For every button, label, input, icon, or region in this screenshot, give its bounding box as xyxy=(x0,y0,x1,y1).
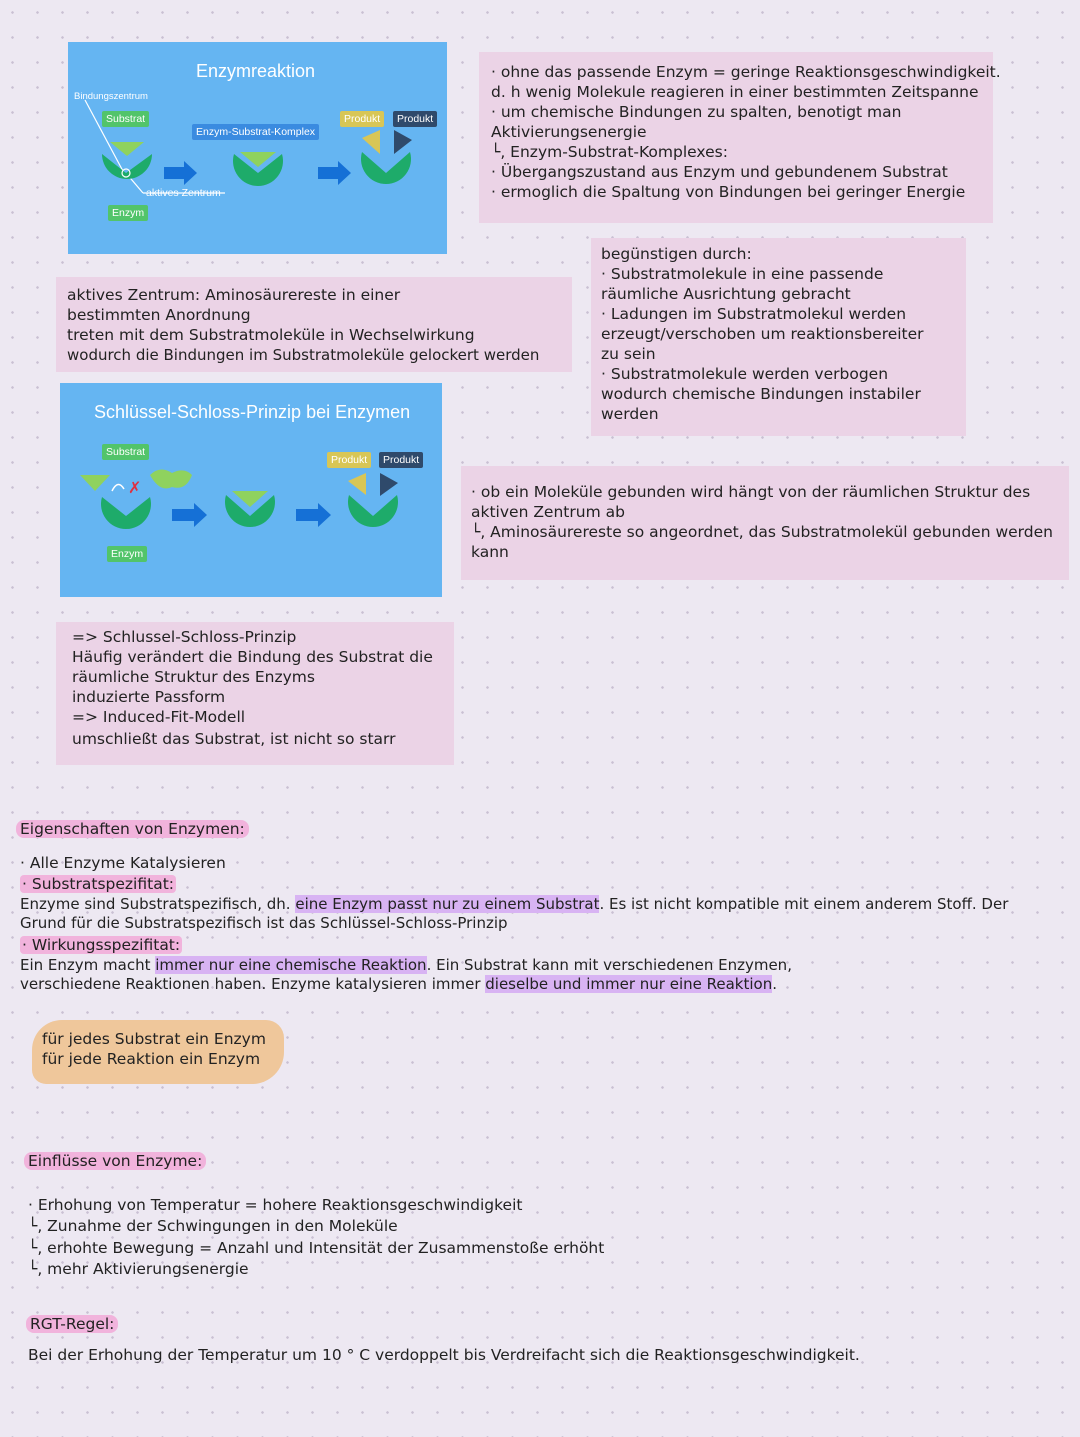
note-line: · Übergangszustand aus Enzym und gebunde… xyxy=(491,163,948,181)
para-text: . Ein Substrat kann mit verschiedenen En… xyxy=(426,956,792,974)
note-aktives-zentrum: aktives Zentrum: Aminosäurereste in eine… xyxy=(56,277,572,372)
svg-text:✗: ✗ xyxy=(128,480,141,497)
para-highlight: immer nur eine chemische Reaktion xyxy=(155,956,427,974)
eigenschaften-para-2b: verschiedene Reaktionen haben. Enzyme ka… xyxy=(20,974,777,994)
note-line: Häufig verändert die Bindung des Substra… xyxy=(72,648,433,666)
blob-line-1: für jedes Substrat ein Enzym xyxy=(42,1030,266,1048)
para-text: . Es ist nicht kompatible mit einem ande… xyxy=(599,895,1009,913)
label-complex: Enzym-Substrat-Komplex xyxy=(192,124,320,140)
note-line: werden xyxy=(601,405,659,423)
rgt-heading: RGT-Regel: xyxy=(26,1314,119,1334)
note-line: => Induced-Fit-Modell xyxy=(72,708,246,726)
para-text: Ein Enzym macht xyxy=(20,956,156,974)
label-product-2: Produkt xyxy=(379,452,424,468)
substratspezifitaet-heading: · Substratspezifitat: xyxy=(20,875,176,893)
diagram-title: Schlüssel-Schloss-Prinzip bei Enzymen xyxy=(94,402,411,422)
label-active-center: aktives Zentrum xyxy=(146,187,221,199)
eigenschaften-para-1: Enzyme sind Substratspezifisch, dh. eine… xyxy=(20,894,1008,914)
para-text: . xyxy=(772,975,777,993)
para-highlight: eine Enzym passt nur zu einem Substrat xyxy=(295,895,600,913)
note-line: räumliche Ausrichtung gebracht xyxy=(601,285,851,303)
enzymreaktion-graphic xyxy=(84,99,412,194)
note-line: induzierte Passform xyxy=(72,688,226,706)
note-line: aktiven Zentrum ab xyxy=(471,503,625,521)
rgt-heading-text: RGT-Regel: xyxy=(26,1315,119,1333)
wirkungsspezifitaet-heading: · Wirkungsspezifitat: xyxy=(20,936,183,954)
para-text: Enzyme sind Substratspezifisch, dh. xyxy=(20,895,296,913)
einfluesse-heading: Einflüsse von Enzyme: xyxy=(24,1151,207,1171)
diagram-schluessel-schloss: ✗ Schlüssel-Schloss-Prinzip bei Enzymen … xyxy=(60,383,442,597)
eigenschaften-sub-1: · Substratspezifitat: xyxy=(20,874,176,894)
note-line: wodurch chemische Bindungen instabiler xyxy=(601,385,921,403)
einfluesse-line: └, Zunahme der Schwingungen in den Molek… xyxy=(28,1217,398,1235)
note-line: └, Enzym-Substrat-Komplexes: xyxy=(491,143,728,161)
note-line: Aktivierungsenergie xyxy=(491,123,647,141)
einfluesse-line: └, mehr Aktivierungsenergie xyxy=(28,1260,249,1278)
note-line: · Ladungen im Substratmolekul werden xyxy=(601,305,907,323)
note-line: räumliche Struktur des Enzyms xyxy=(72,668,315,686)
einfluesse-heading-text: Einflüsse von Enzyme: xyxy=(24,1152,207,1170)
note-line: └, Aminosäurereste so angeordnet, das Su… xyxy=(471,523,1053,541)
eigenschaften-sub-2: · Wirkungsspezifitat: xyxy=(20,935,183,955)
label-product-1: Produkt xyxy=(327,452,372,468)
label-product-2: Produkt xyxy=(393,111,438,127)
note-line: · Substratmolekule werden verbogen xyxy=(601,365,889,383)
note-line: umschließt das Substrat, ist nicht so st… xyxy=(72,730,396,748)
rgt-text: Bei der Erhohung der Temperatur um 10 ° … xyxy=(28,1346,860,1364)
note-induced-fit: => Schlussel-Schloss-Prinzip Häufig verä… xyxy=(56,622,454,765)
note-line: kann xyxy=(471,543,509,561)
note-line: zu sein xyxy=(601,345,656,363)
label-enzyme: Enzym xyxy=(107,546,148,562)
blob-line-2: für jede Reaktion ein Enzym xyxy=(42,1050,261,1068)
eigenschaften-para-1b: Grund für die Substratspezifisch ist das… xyxy=(20,914,508,932)
eigenschaften-item-1: · Alle Enzyme Katalysieren xyxy=(20,854,226,872)
note-line: d. h wenig Molekule reagieren in einer b… xyxy=(491,83,979,101)
label-substrate: Substrat xyxy=(102,111,150,127)
para-text: verschiedene Reaktionen haben. Enzyme ka… xyxy=(20,975,486,993)
schluessel-schloss-graphic: ✗ xyxy=(80,469,398,529)
diagram-enzymreaktion: Enzymreaktion Bindungszentrum Substrat E… xyxy=(68,42,447,254)
note-line: erzeugt/verschoben um reaktionsbereiter xyxy=(601,325,924,343)
note-line: · um chemische Bindungen zu spalten, ben… xyxy=(491,103,902,121)
einfluesse-line: · Erhohung von Temperatur = hohere Reakt… xyxy=(28,1196,523,1214)
eigenschaften-heading: Eigenschaften von Enzymen: xyxy=(16,819,249,839)
einfluesse-line: └, erhohte Bewegung = Anzahl und Intensi… xyxy=(28,1239,605,1257)
note-line: aktives Zentrum: Aminosäurereste in eine… xyxy=(67,286,401,304)
note-line: · ob ein Moleküle gebunden wird hängt vo… xyxy=(471,483,1031,501)
label-binding-center: Bindungszentrum xyxy=(74,91,148,102)
note-beguenstigen: begünstigen durch: · Substratmolekule in… xyxy=(591,238,966,436)
note-line: => Schlussel-Schloss-Prinzip xyxy=(72,628,297,646)
label-enzyme: Enzym xyxy=(108,205,149,221)
note-line: wodurch die Bindungen im Substratmolekül… xyxy=(67,346,540,364)
label-product-1: Produkt xyxy=(340,111,385,127)
eigenschaften-heading-text: Eigenschaften von Enzymen: xyxy=(16,820,249,838)
eigenschaften-para-2: Ein Enzym macht immer nur eine chemische… xyxy=(20,955,792,975)
note-line: · ohne das passende Enzym = geringe Reak… xyxy=(491,63,1001,81)
summary-blob xyxy=(32,1020,284,1084)
note-reaktionsgeschwindigkeit: · ohne das passende Enzym = geringe Reak… xyxy=(479,52,1001,223)
note-line: · ermoglich die Spaltung von Bindungen b… xyxy=(491,183,966,201)
diagram-title: Enzymreaktion xyxy=(196,61,316,81)
label-substrate: Substrat xyxy=(102,444,150,460)
note-line: treten mit dem Substratmoleküle in Wechs… xyxy=(67,326,475,344)
note-line: begünstigen durch: xyxy=(601,245,752,263)
para-highlight: dieselbe und immer nur eine Reaktion xyxy=(485,975,773,993)
note-line: · Substratmolekule in eine passende xyxy=(601,265,884,283)
note-molekuel-bindung: · ob ein Moleküle gebunden wird hängt vo… xyxy=(461,466,1069,580)
note-line: bestimmten Anordnung xyxy=(67,306,251,324)
